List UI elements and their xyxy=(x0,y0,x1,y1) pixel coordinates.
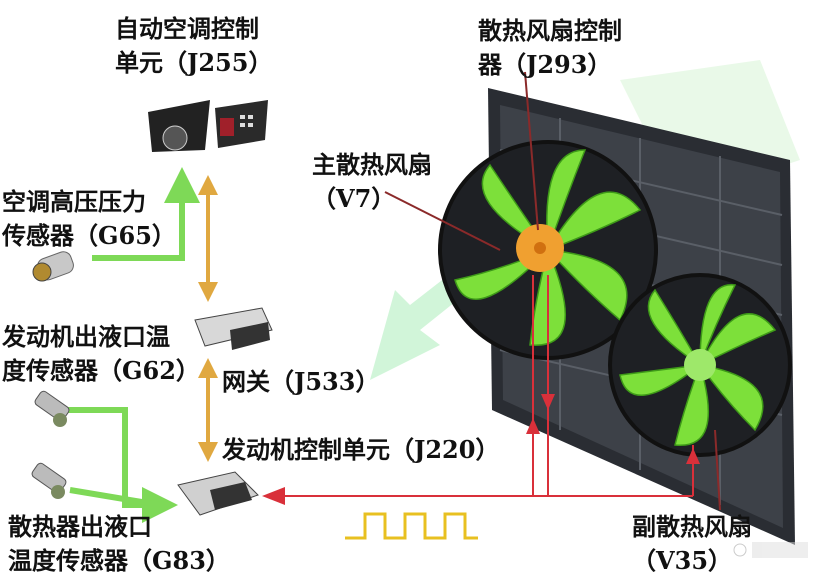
pwm-control-lines xyxy=(285,275,694,497)
j255-control-unit-icon xyxy=(148,100,268,152)
g83-label: 散热器出液口温度传感器（G83） xyxy=(8,512,230,575)
pwm-arrow-to-j220 xyxy=(262,487,285,505)
square-wave xyxy=(345,512,478,540)
watermark-logo xyxy=(733,542,808,558)
aux-fan-hub xyxy=(684,349,716,381)
radiator-fan-assembly xyxy=(438,88,795,545)
pwm-arrow-up-v35 xyxy=(686,448,700,464)
v7-label: 主散热风扇（V7） xyxy=(312,150,432,213)
j220-label: 发动机控制单元（J220） xyxy=(222,435,500,464)
j220-ecu-icon xyxy=(177,471,259,516)
g83-temp-sensor-icon xyxy=(31,462,67,499)
j293-leader xyxy=(524,71,539,231)
j293-label: 散热风扇控制器（J293） xyxy=(478,16,622,79)
airflow-arrow xyxy=(370,270,470,380)
g83-signal-arrow xyxy=(69,487,161,508)
v35-leader xyxy=(714,429,721,511)
pwm-arrow-up-v7 xyxy=(526,418,540,434)
v7-leader xyxy=(384,191,501,251)
pwm-arrow-down xyxy=(541,394,555,410)
g62-temp-sensor-icon xyxy=(34,390,70,427)
j533-label: 网关（J533） xyxy=(222,367,380,396)
g65-signal-arrow xyxy=(92,167,200,261)
g65-label: 空调高压压力传感器（G65） xyxy=(2,187,176,250)
g62-label: 发动机出液口温度传感器（G62） xyxy=(2,322,200,385)
j533-gateway-icon xyxy=(194,307,273,350)
v35-label: 副散热风扇（V35） xyxy=(632,512,752,575)
g65-pressure-sensor-icon xyxy=(32,251,74,282)
j255-label: 自动空调控制单元（J255） xyxy=(115,14,273,77)
